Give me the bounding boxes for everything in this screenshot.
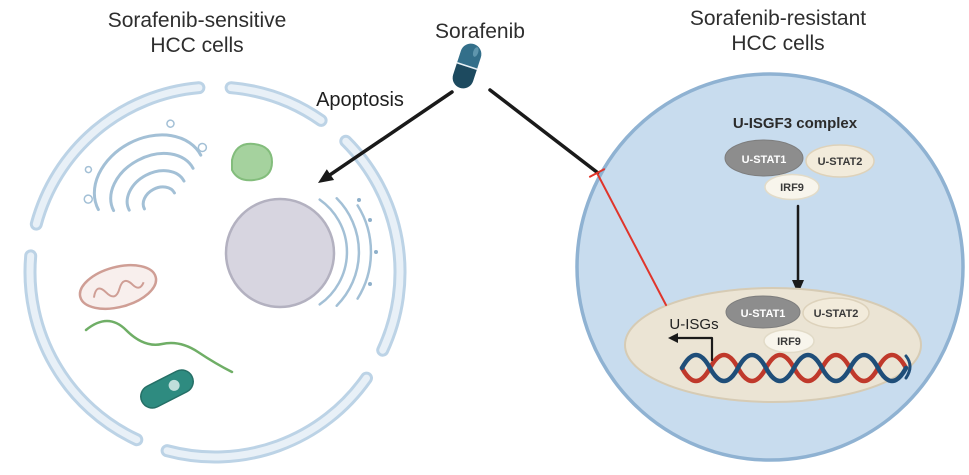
endoplasmic-reticulum-icon bbox=[318, 197, 378, 307]
center-drug: Sorafenib bbox=[318, 20, 628, 196]
nuclear-u-stat2-blob bbox=[802, 297, 870, 329]
left-cell-title-line1: Sorafenib-sensitive bbox=[108, 9, 287, 32]
mitochondria-icon bbox=[78, 263, 158, 311]
nuclear-u-stat1-label: U-STAT1 bbox=[741, 308, 786, 320]
left-cell-title-line2: HCC cells bbox=[150, 34, 243, 57]
sorafenib-pill-icon bbox=[452, 43, 482, 89]
u-isgs-label: U-ISGs bbox=[669, 316, 718, 333]
nuclear-irf9-blob bbox=[763, 328, 815, 354]
complex-to-nucleus-arrow bbox=[792, 204, 804, 294]
transcription-arrow bbox=[668, 333, 714, 362]
nuclear-u-isgf3-complex: U-STAT1 U-STAT2 IRF9 bbox=[725, 295, 870, 354]
green-organelle-icon bbox=[231, 142, 274, 182]
dna-end bbox=[904, 354, 912, 380]
dna-helix bbox=[679, 352, 912, 384]
capsule-organelle-icon bbox=[140, 369, 194, 409]
u-stat2-label: U-STAT2 bbox=[818, 156, 863, 168]
u-stat2-blob bbox=[805, 144, 875, 178]
apoptosis-arrow bbox=[318, 90, 454, 183]
nuclear-u-stat1-blob bbox=[725, 295, 801, 329]
u-isgf3-complex: U-STAT1 U-STAT2 IRF9 bbox=[724, 139, 875, 201]
left-cell-membrane bbox=[23, 81, 407, 464]
right-cell-title-line1: Sorafenib-resistant bbox=[690, 7, 866, 30]
u-isgf3-complex-label: U-ISGF3 complex bbox=[733, 115, 858, 132]
left-cell-nucleus bbox=[224, 197, 336, 309]
right-cell-title-line2: HCC cells bbox=[731, 32, 824, 55]
nuclear-u-stat2-label: U-STAT2 bbox=[814, 308, 859, 320]
irf9-blob bbox=[764, 173, 820, 201]
irf9-label: IRF9 bbox=[780, 182, 804, 194]
golgi-icon bbox=[83, 119, 208, 213]
inhibition-line bbox=[588, 168, 667, 306]
drug-label: Sorafenib bbox=[435, 20, 525, 43]
right-cell: Sorafenib-resistant HCC cells U-ISGF3 co… bbox=[575, 7, 965, 462]
u-stat1-label: U-STAT1 bbox=[742, 154, 787, 166]
left-cell: Sorafenib-sensitive HCC cells Apoptosis bbox=[23, 9, 407, 464]
filament-icon bbox=[84, 319, 234, 374]
u-stat1-blob bbox=[724, 139, 804, 177]
apoptosis-label: Apoptosis bbox=[316, 89, 404, 111]
nuclear-irf9-label: IRF9 bbox=[777, 336, 801, 348]
